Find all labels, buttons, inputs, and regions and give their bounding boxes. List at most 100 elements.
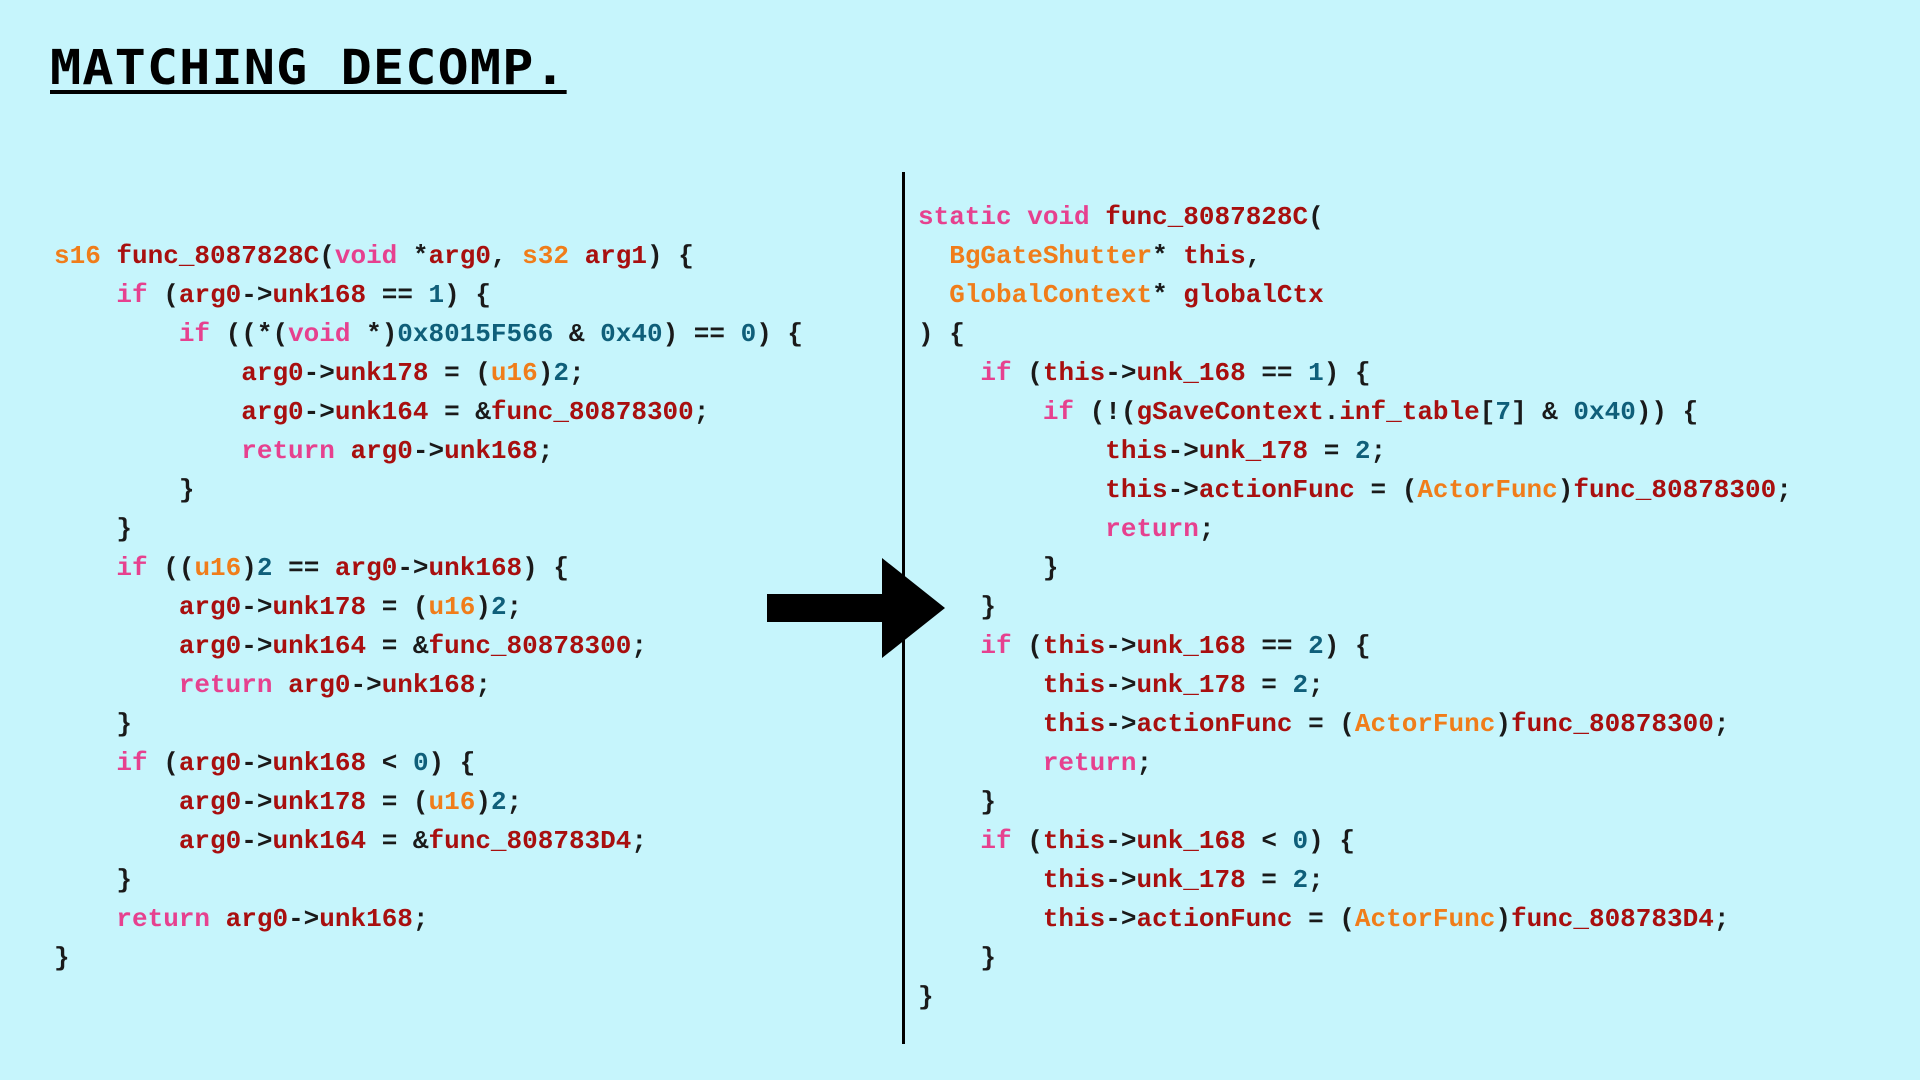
code-token: ; bbox=[1136, 748, 1153, 778]
code-line: static void func_8087828C( bbox=[918, 198, 1792, 237]
code-token: ) { bbox=[756, 319, 803, 349]
code-token: func_80878300 bbox=[428, 631, 632, 661]
code-token: [ bbox=[1479, 397, 1496, 427]
code-token: -> bbox=[1105, 670, 1137, 700]
code-token: u16 bbox=[490, 358, 538, 388]
code-token: ; bbox=[568, 358, 585, 388]
code-token: -> bbox=[1167, 475, 1199, 505]
code-token: unk164 bbox=[334, 397, 429, 427]
code-line: if (this->unk_168 == 1) { bbox=[918, 354, 1792, 393]
code-token bbox=[918, 865, 1043, 895]
code-line: } bbox=[54, 471, 803, 510]
code-token: , bbox=[490, 241, 523, 271]
code-token: inf_table bbox=[1339, 397, 1480, 427]
code-token: this bbox=[1183, 241, 1246, 271]
slide-title: Matching decomp. bbox=[50, 40, 567, 96]
code-token: ) bbox=[475, 592, 491, 622]
code-token: if bbox=[1042, 397, 1075, 427]
code-token: ; bbox=[1713, 904, 1730, 934]
code-token: func_80878300 bbox=[490, 397, 694, 427]
code-token bbox=[54, 904, 116, 934]
code-token: -> bbox=[350, 670, 382, 700]
code-line: arg0->unk164 = &func_80878300; bbox=[54, 627, 803, 666]
code-token bbox=[1012, 202, 1028, 232]
code-line: this->unk_178 = 2; bbox=[918, 666, 1792, 705]
code-token: 0x40 bbox=[600, 319, 663, 349]
code-token: if bbox=[980, 631, 1012, 661]
code-token: ( bbox=[1308, 202, 1324, 232]
code-token: -> bbox=[1105, 358, 1137, 388]
code-token: if bbox=[980, 358, 1012, 388]
right-arrow-icon bbox=[767, 558, 947, 663]
code-token: func_8087828C bbox=[1105, 202, 1309, 232]
code-token: unk168 bbox=[381, 670, 476, 700]
code-token: ) bbox=[1495, 709, 1511, 739]
code-token: -> bbox=[241, 280, 273, 310]
code-token: unk168 bbox=[319, 904, 413, 934]
code-token: arg0 bbox=[428, 241, 491, 271]
code-token: == bbox=[272, 553, 335, 583]
code-token: unk_168 bbox=[1136, 358, 1246, 388]
code-token: = ( bbox=[1292, 904, 1355, 934]
code-token bbox=[918, 514, 1105, 544]
code-token: arg1 bbox=[584, 241, 647, 271]
code-token bbox=[54, 826, 179, 856]
code-token: 2 bbox=[1292, 670, 1309, 700]
code-token: ) bbox=[475, 787, 491, 817]
code-token: arg0 bbox=[334, 553, 398, 583]
code-token: ActorFunc bbox=[1354, 709, 1496, 739]
code-token: ) == bbox=[662, 319, 741, 349]
code-token: unk168 bbox=[444, 436, 538, 466]
code-token: -> bbox=[241, 787, 273, 817]
code-token: -> bbox=[1105, 709, 1137, 739]
code-token: GlobalContext bbox=[949, 280, 1153, 310]
code-token: < bbox=[1245, 826, 1293, 856]
code-token: 0 bbox=[412, 748, 429, 778]
code-token: arg0 bbox=[178, 631, 242, 661]
code-token: ; bbox=[693, 397, 710, 427]
code-token: this bbox=[1105, 436, 1168, 466]
code-token bbox=[54, 358, 241, 388]
code-token: globalCtx bbox=[1183, 280, 1324, 310]
code-token: this bbox=[1042, 865, 1106, 895]
code-token: ( bbox=[147, 748, 179, 778]
code-token: ; bbox=[506, 787, 523, 817]
code-token: ; bbox=[631, 631, 647, 661]
code-token: if bbox=[116, 280, 148, 310]
code-token bbox=[54, 670, 179, 700]
code-token: ; bbox=[1308, 865, 1324, 895]
code-token: 2 bbox=[553, 358, 569, 388]
code-token: ; bbox=[631, 826, 647, 856]
code-token: -> bbox=[412, 436, 445, 466]
code-token bbox=[54, 592, 179, 622]
code-line: } bbox=[918, 549, 1792, 588]
code-token bbox=[101, 241, 117, 271]
code-token: unk168 bbox=[272, 748, 367, 778]
code-token: = ( bbox=[1292, 709, 1355, 739]
code-token: unk_168 bbox=[1136, 826, 1246, 856]
code-token: unk178 bbox=[272, 592, 367, 622]
code-token: ( bbox=[1011, 826, 1043, 856]
code-token: arg0 bbox=[178, 280, 242, 310]
code-token: func_808783D4 bbox=[1510, 904, 1714, 934]
code-token: arg0 bbox=[178, 748, 242, 778]
code-token bbox=[918, 436, 1105, 466]
code-token: unk168 bbox=[428, 553, 523, 583]
code-token: unk168 bbox=[272, 280, 367, 310]
code-token bbox=[918, 280, 949, 310]
code-token: unk164 bbox=[272, 826, 367, 856]
code-token: } bbox=[54, 514, 133, 544]
code-token: ActorFunc bbox=[1354, 904, 1496, 934]
code-token bbox=[918, 826, 980, 856]
code-token: 2 bbox=[1308, 631, 1324, 661]
code-token: , bbox=[1245, 241, 1262, 271]
code-token: } bbox=[918, 592, 997, 622]
code-token: return bbox=[1105, 514, 1199, 544]
code-token: unk_178 bbox=[1198, 436, 1309, 466]
code-line: arg0->unk164 = &func_808783D4; bbox=[54, 822, 803, 861]
code-token: actionFunc bbox=[1136, 709, 1293, 739]
code-token: this bbox=[1042, 670, 1106, 700]
original-code-block: s16 func_8087828C(void *arg0, s32 arg1) … bbox=[54, 237, 803, 978]
code-token: -> bbox=[1105, 904, 1137, 934]
code-token: func_80878300 bbox=[1510, 709, 1714, 739]
